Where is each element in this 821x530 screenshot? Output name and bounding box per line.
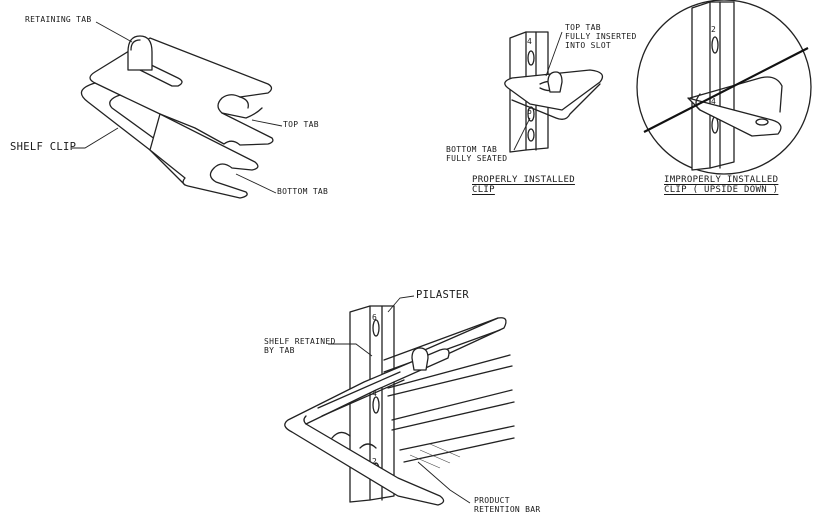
improperly-installed-caption: IMPROPERLY INSTALLED CLIP ( UPSIDE DOWN … bbox=[664, 175, 779, 195]
pilaster-label: PILASTER bbox=[416, 289, 469, 301]
pilaster-assembly-drawing bbox=[284, 295, 515, 506]
slot-number: 4 bbox=[711, 97, 717, 106]
slot-number: 4 bbox=[372, 389, 378, 398]
bottom-tab-seated-label: BOTTOM TAB FULLY SEATED bbox=[446, 145, 508, 163]
improper-clip-drawing bbox=[636, 0, 812, 175]
properly-installed-caption: PROPERLY INSTALLED CLIP bbox=[472, 175, 575, 195]
slot-number: 2 bbox=[711, 25, 717, 34]
top-tab-inserted-label: TOP TAB FULLY INSERTED INTO SLOT bbox=[565, 23, 637, 50]
slot-number: 4 bbox=[527, 37, 533, 46]
shelf-clip-label: SHELF CLIP bbox=[10, 141, 77, 153]
top-tab-label: TOP TAB bbox=[283, 120, 319, 129]
slot-number: 6 bbox=[527, 107, 533, 116]
retaining-tab-label: RETAINING TAB bbox=[25, 15, 92, 24]
slot-number: 6 bbox=[372, 313, 378, 322]
shelf-clip-drawing bbox=[72, 21, 283, 199]
slot-number: 2 bbox=[372, 457, 378, 466]
proper-clip-drawing bbox=[504, 31, 604, 153]
bottom-tab-label: BOTTOM TAB bbox=[277, 187, 329, 196]
product-retention-bar-label: PRODUCT RETENTION BAR bbox=[474, 496, 541, 514]
shelf-retained-label: SHELF RETAINED BY TAB bbox=[264, 337, 336, 355]
